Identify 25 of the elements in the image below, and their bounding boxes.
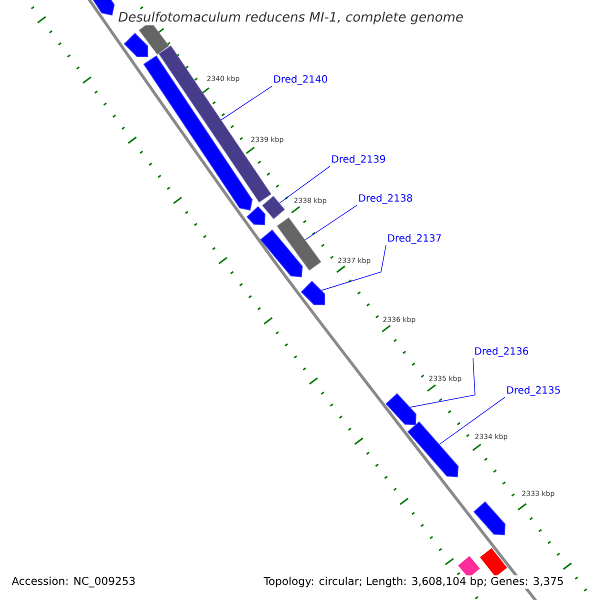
leader-line	[410, 358, 476, 408]
title: Desulfotomaculum reducens MI-1, complete genome	[117, 10, 464, 26]
info-text: Topology: circular; Length: 3,608,104 bp; Genes: 3,375	[262, 575, 566, 589]
gene-bar	[92, 0, 115, 16]
leader-line	[321, 244, 386, 291]
leader-line	[279, 166, 330, 204]
gene-label: Dred_2140	[274, 75, 328, 85]
gene-bar	[143, 55, 253, 211]
gene-label: Dred_2138	[359, 194, 412, 204]
leader-line	[439, 396, 506, 445]
gene-bar	[473, 501, 506, 536]
gene-bar	[246, 206, 266, 226]
gene-bar	[407, 421, 459, 478]
info-text: Accession: NC_009253	[10, 575, 138, 589]
gene-label: Dred_2135	[507, 386, 560, 396]
gene-bar	[260, 230, 303, 278]
leader-line	[304, 204, 358, 240]
gene-bar	[124, 32, 148, 58]
gene-label: Dred_2137	[388, 234, 441, 244]
gene-bar	[158, 46, 272, 202]
gene-label: Dred_2136	[475, 347, 528, 357]
leader-line	[220, 86, 272, 120]
gene-label: Dred_2139	[332, 155, 386, 165]
gene-bar	[300, 280, 326, 306]
gene-bar	[385, 393, 416, 426]
